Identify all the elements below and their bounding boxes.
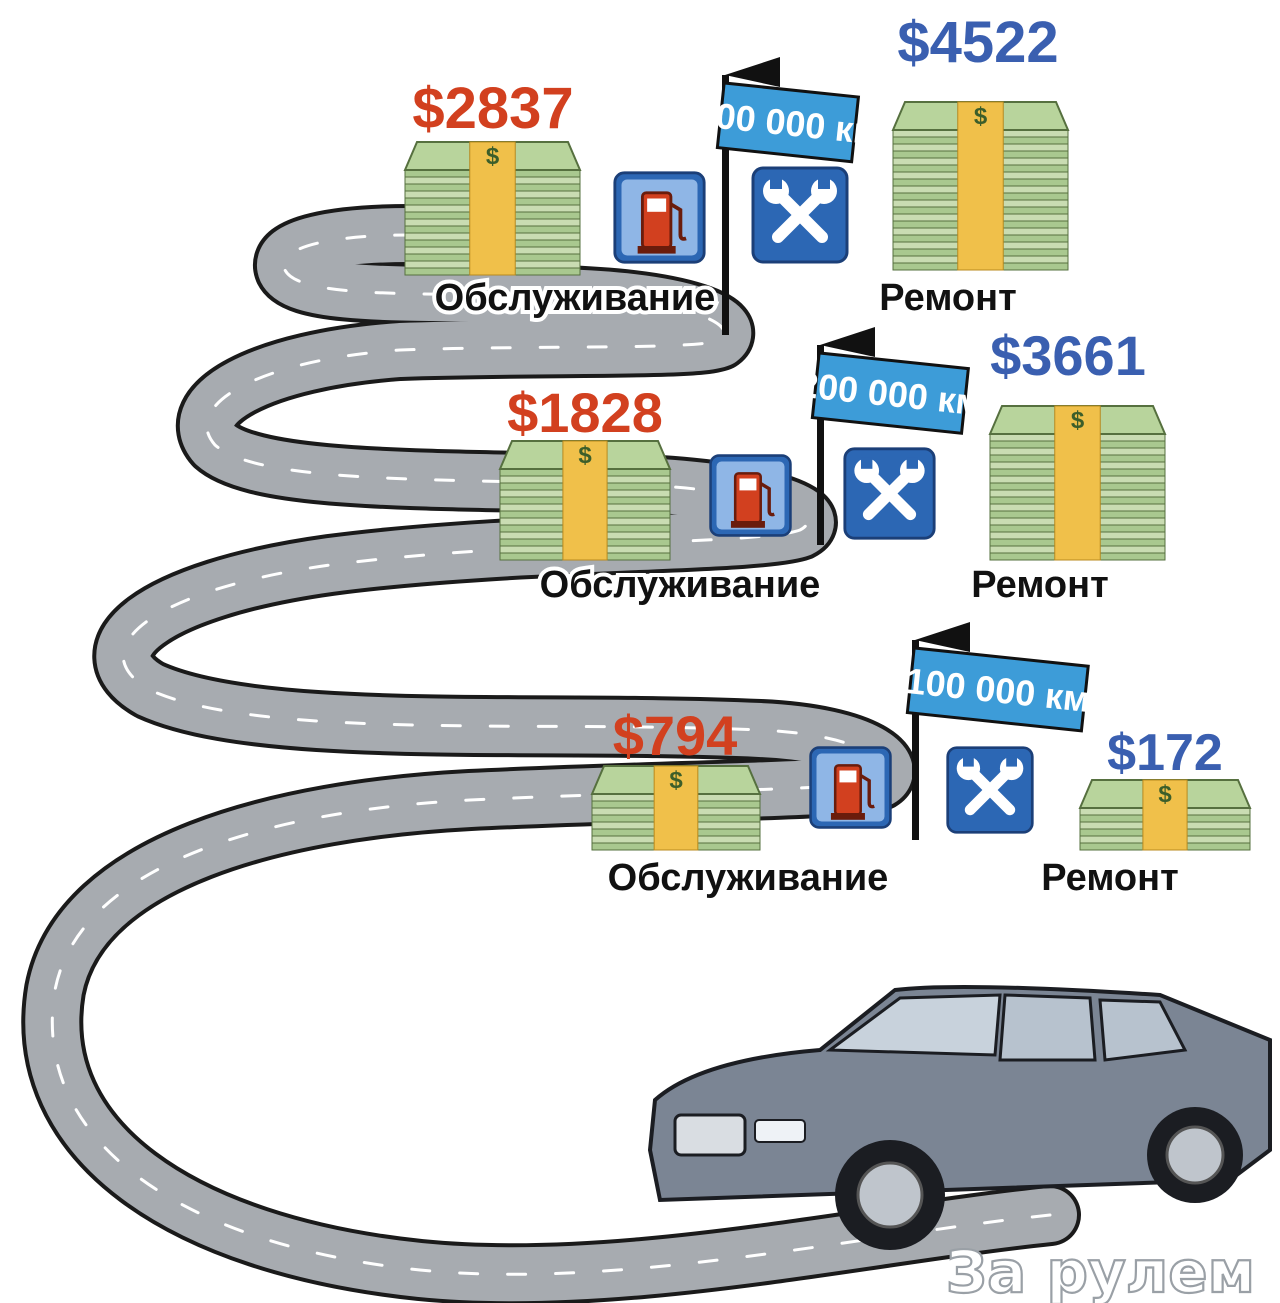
dollar-sign-icon: $ <box>974 103 988 130</box>
road-lane-markings <box>50 233 1052 1276</box>
distance-flags: 100 000 км 200 000 км 300 000 км <box>694 57 1092 840</box>
dollar-sign-icon: $ <box>1158 781 1172 808</box>
repair-cost: $4522 <box>897 10 1058 75</box>
maintenance-cost: $1828 <box>507 381 663 444</box>
fuel-pump-icon <box>708 453 793 538</box>
flag-pole <box>912 640 919 840</box>
flag-pennant <box>915 622 970 652</box>
dollar-sign-icon: $ <box>1071 407 1085 434</box>
repair-label: Ремонт <box>971 564 1108 606</box>
repair-label: Ремонт <box>1041 857 1178 899</box>
maintenance-money-stack: $ <box>403 141 582 276</box>
car-windshield <box>825 993 1002 1057</box>
distance-sign: 100 000 км <box>904 646 1092 733</box>
dollar-sign-icon: $ <box>669 767 683 794</box>
flag-pole <box>722 75 729 335</box>
wrench-icon <box>845 449 934 538</box>
maintenance-cost: $2837 <box>412 76 573 141</box>
car-side-window <box>998 993 1097 1062</box>
maintenance-label: Обслуживание <box>540 564 821 606</box>
repair-cost: $3661 <box>990 324 1146 387</box>
maintenance-money-stack: $ <box>590 765 762 851</box>
car-headlight <box>754 1119 806 1143</box>
fuel-pump-icon <box>808 745 893 830</box>
wrench-icon <box>948 748 1033 833</box>
car-grille <box>673 1113 747 1157</box>
repair-money-stack: $ <box>988 405 1167 561</box>
dollar-sign-icon: $ <box>486 143 500 170</box>
car-rear-rim <box>1165 1125 1225 1185</box>
watermark-logo: За рулем <box>946 1238 1255 1303</box>
wrench-icon <box>753 168 847 262</box>
maintenance-money-stack: $ <box>498 440 672 561</box>
maintenance-cost: $794 <box>613 704 738 767</box>
spiral-road <box>21 204 1081 1303</box>
repair-money-stack: $ <box>891 101 1070 271</box>
distance-sign: 300 000 км <box>694 81 882 164</box>
car-rear-window <box>1098 998 1188 1062</box>
repair-money-stack: $ <box>1078 779 1252 851</box>
repair-cost: $172 <box>1107 724 1223 782</box>
car-front-rim <box>856 1161 924 1229</box>
car-illustration <box>647 984 1272 1250</box>
flag-pennant <box>725 57 780 87</box>
maintenance-label: Обслуживание <box>435 277 716 319</box>
fuel-pump-icon <box>612 170 707 265</box>
maintenance-label: Обслуживание <box>608 857 889 899</box>
money-stacks: $ $ $ $ $ $ <box>403 101 1252 851</box>
flag-pennant <box>820 327 875 357</box>
distance-sign: 200 000 км <box>796 351 984 435</box>
dollar-sign-icon: $ <box>578 442 592 469</box>
repair-label: Ремонт <box>879 277 1016 319</box>
flag-pole <box>817 345 824 545</box>
